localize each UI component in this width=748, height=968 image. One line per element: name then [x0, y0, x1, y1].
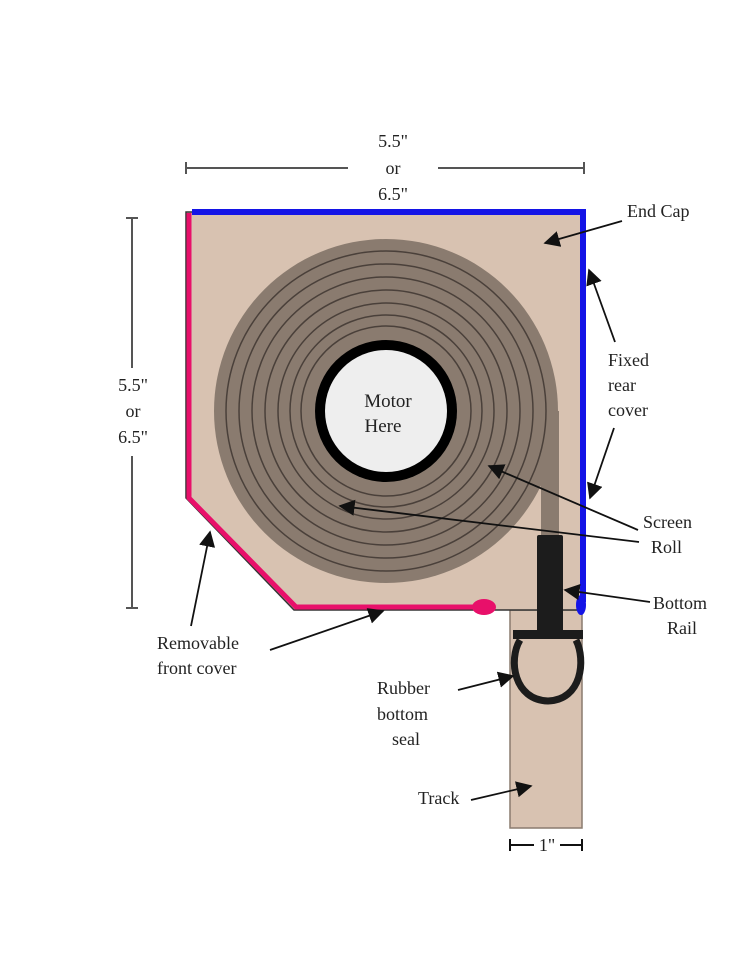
- screen-roll-arrow-2: [338, 499, 640, 543]
- rubber-bottom-seal: [510, 638, 585, 705]
- track-width-dimension-line: [509, 839, 583, 851]
- motor-center: [325, 350, 447, 472]
- seal-arrow: [457, 671, 515, 691]
- screen-roll-label-1: Screen: [643, 512, 692, 532]
- front-cover-label-1: Removable: [157, 633, 239, 653]
- rear-cover-end: [576, 595, 586, 615]
- rear-cover-arrow-down: [587, 427, 615, 500]
- seal-label-2: bottom: [377, 704, 428, 724]
- rear-cover-label-3: cover: [608, 400, 648, 420]
- bottom-rail-label-1: Bottom: [653, 593, 707, 613]
- screen-strip: [541, 411, 559, 541]
- motor-label-line2: Here: [365, 416, 402, 437]
- removable-front-cover: [186, 213, 478, 610]
- top-dimension-label-1: 5.5": [378, 131, 408, 151]
- top-dimension-line: [185, 162, 585, 174]
- seal-label-3: seal: [392, 729, 420, 749]
- screen-roll-label-2: Roll: [651, 537, 682, 557]
- roll-rings: [225, 250, 547, 572]
- bottom-rail: [513, 535, 583, 639]
- side-dimension-line: [126, 217, 138, 609]
- side-dimension-label-2: or: [126, 401, 141, 421]
- seal-label-1: Rubber: [377, 678, 430, 698]
- track-arrow: [470, 781, 533, 801]
- front-cover-arrow-2: [269, 608, 385, 651]
- front-cover-label-2: front cover: [157, 658, 236, 678]
- side-dimension-label-1: 5.5": [118, 375, 148, 395]
- front-cover-arrow-1: [190, 530, 216, 627]
- rear-cover-label-2: rear: [608, 375, 636, 395]
- end-cap-arrow: [543, 220, 623, 247]
- end-cap-label: End Cap: [627, 201, 690, 221]
- bottom-rail-label-2: Rail: [667, 618, 697, 638]
- side-dimension-label-3: 6.5": [118, 427, 148, 447]
- top-dimension-label-2: or: [386, 158, 401, 178]
- rear-cover-arrow-up: [586, 268, 616, 343]
- screen-roll-arrow-1: [487, 464, 639, 531]
- top-dimension-label-3: 6.5": [378, 184, 408, 204]
- motor-label-line1: Motor: [364, 391, 412, 412]
- track-label: Track: [418, 788, 459, 808]
- front-cover-end: [472, 599, 496, 615]
- bottom-rail-arrow: [563, 584, 651, 603]
- track-width-label: 1": [539, 835, 555, 855]
- fixed-rear-cover: [192, 209, 586, 602]
- rear-cover-label-1: Fixed: [608, 350, 649, 370]
